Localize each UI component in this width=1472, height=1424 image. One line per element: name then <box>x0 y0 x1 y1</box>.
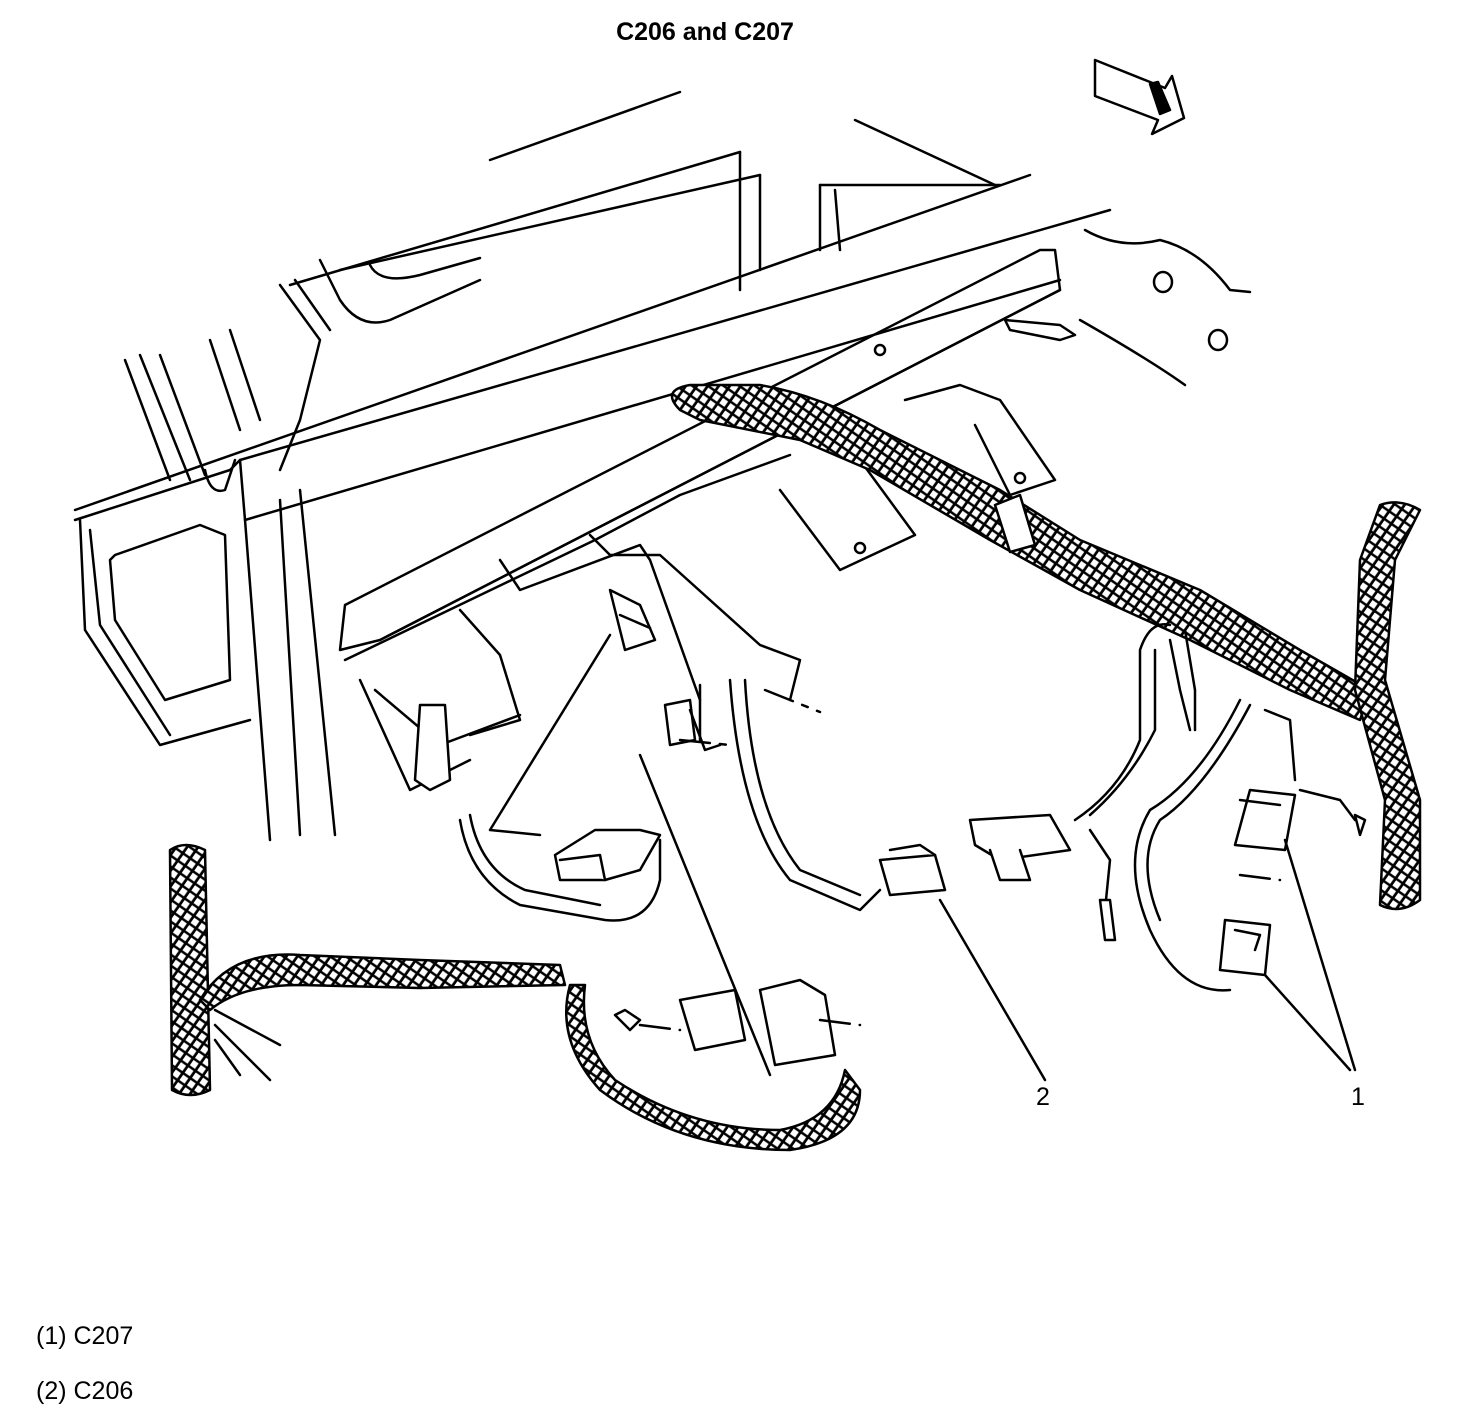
module-bracket <box>458 533 802 752</box>
right-vertical-conduit <box>1353 501 1422 911</box>
lower-loop-harness <box>565 983 862 1152</box>
vehicle-body-outline <box>123 90 1252 482</box>
leader-lines <box>488 633 1357 1082</box>
frame-rail-upper <box>73 173 1112 842</box>
main-harness-conduit <box>670 383 1372 722</box>
connector-group <box>413 703 1367 1067</box>
legend-item-c206: (2) C206 <box>36 1377 134 1405</box>
direction-arrow-icon <box>1093 58 1186 136</box>
callout-number-1: 1 <box>1351 1083 1365 1111</box>
diagram-title: C206 and C207 <box>616 18 794 46</box>
left-vertical-conduit <box>168 843 212 1097</box>
legend-item-c207: (1) C207 <box>36 1322 134 1350</box>
callout-number-2: 2 <box>1036 1083 1050 1111</box>
alignment-dashes <box>638 688 1282 1032</box>
lower-left-harness <box>198 953 567 1012</box>
wire-leads <box>213 623 1357 1082</box>
main-harness-clip <box>993 493 1037 554</box>
